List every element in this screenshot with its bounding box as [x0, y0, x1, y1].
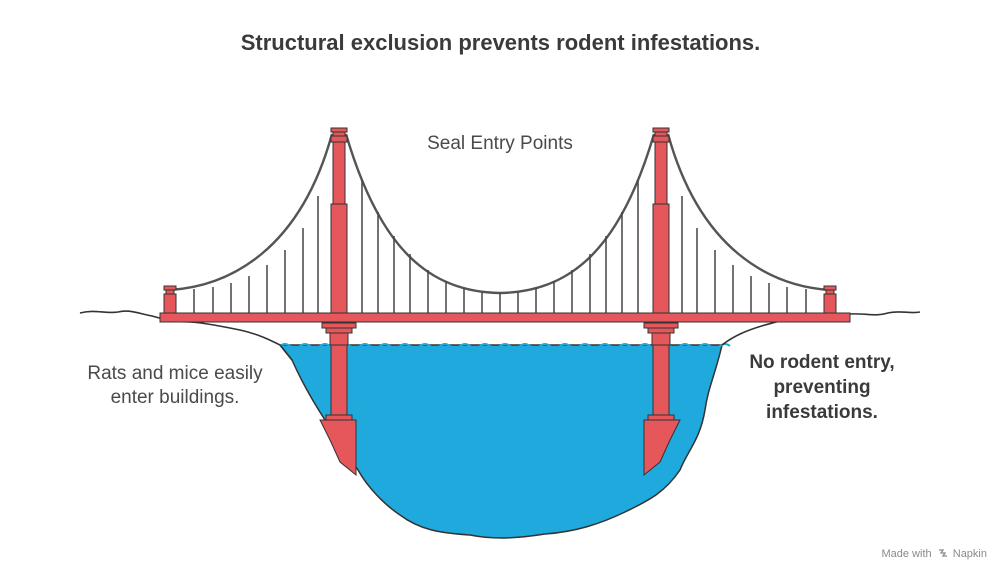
right-label-line: No rodent entry,: [749, 352, 895, 373]
end-post-right: [823, 285, 837, 314]
left-label-line: enter buildings.: [110, 387, 240, 408]
suspenders-center: [361, 180, 639, 313]
suspenders-right: [681, 196, 807, 313]
center-label: Seal Entry Points: [427, 133, 573, 154]
end-post-left: [163, 285, 177, 314]
footer-credit: Made with Napkin: [881, 548, 987, 560]
suspenders-left: [193, 196, 319, 313]
cable-left-span: [169, 133, 334, 292]
cable-right-span: [666, 133, 831, 292]
valley-left-edge: [279, 344, 293, 361]
right-label-line: preventing: [773, 377, 871, 398]
left-label: Rats and mice easily enter buildings.: [60, 362, 290, 410]
page-title: Structural exclusion prevents rodent inf…: [240, 30, 761, 55]
cable-center-span: [344, 133, 656, 295]
right-label: No rodent entry, preventing infestations…: [712, 350, 932, 425]
footer-made-with: Made with: [881, 548, 932, 560]
right-label-line: infestations.: [766, 402, 878, 423]
footer-brand: Napkin: [952, 548, 987, 560]
napkin-logo-icon: [938, 549, 947, 557]
bridge-deck: [159, 312, 851, 323]
tower-right: [643, 127, 681, 477]
left-label-line: Rats and mice easily: [87, 363, 263, 384]
tower-left: [319, 127, 357, 477]
